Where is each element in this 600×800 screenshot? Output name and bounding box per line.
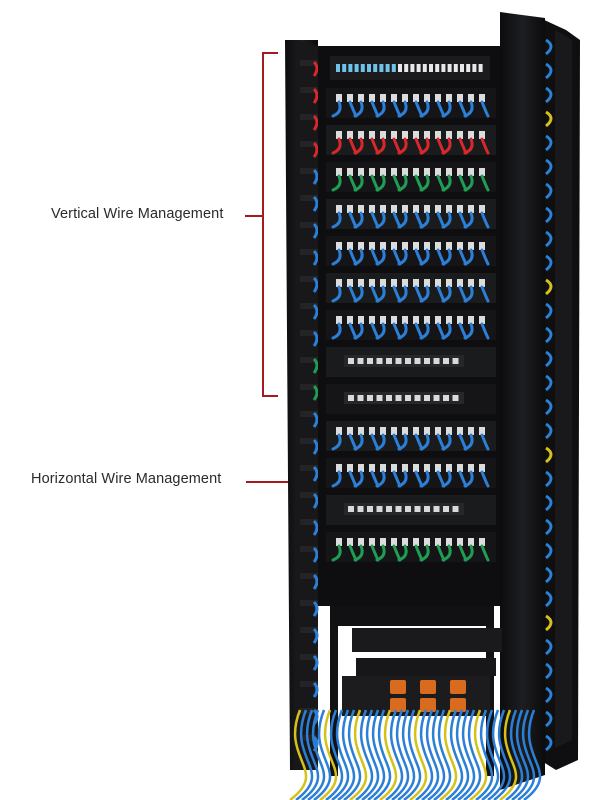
rack-row (326, 310, 496, 340)
horizontal-wire-management-label: Horizontal Wire Management (31, 471, 222, 487)
rack-row (326, 458, 496, 488)
right-vertical-manager (500, 12, 545, 790)
rack-row (326, 532, 496, 562)
top-patch-panel (330, 56, 490, 80)
lower-device (352, 628, 502, 652)
vertical-bracket-bottom (262, 395, 278, 397)
rack-row (326, 88, 496, 118)
rack-row (326, 384, 496, 414)
vertical-bracket-connector (245, 215, 263, 217)
rack-row (326, 495, 496, 525)
floor-cable-bundle (289, 709, 542, 800)
vertical-bracket-spine (262, 52, 264, 397)
vertical-wire-management-label: Vertical Wire Management (51, 206, 224, 222)
rack-row (326, 347, 496, 377)
vertical-bracket-top (262, 52, 278, 54)
left-manager-fingers (300, 60, 319, 752)
rack-post-left (330, 606, 338, 776)
rack-row (326, 421, 496, 451)
rack-row (326, 236, 496, 266)
rack-row (326, 273, 496, 303)
power-strip (342, 676, 490, 716)
rack-row (326, 125, 496, 155)
right-manager-cables (545, 38, 553, 752)
rack-row (326, 162, 496, 192)
rack-units (326, 56, 496, 562)
rack-row (326, 199, 496, 229)
